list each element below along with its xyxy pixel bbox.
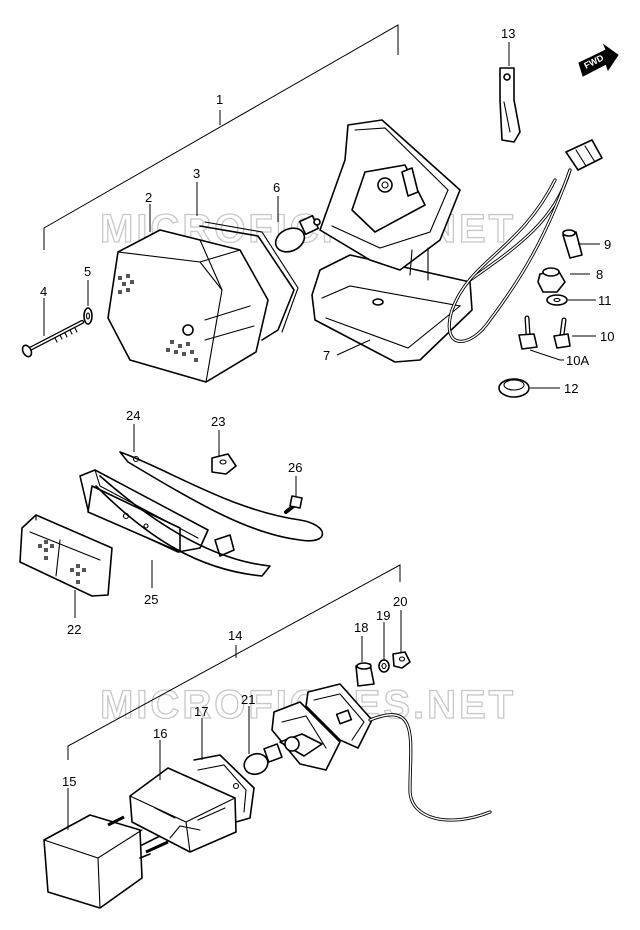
part-17-gasket <box>193 754 255 823</box>
callout-6: 6 <box>273 180 280 195</box>
callout-24: 24 <box>126 408 140 423</box>
callout-8: 8 <box>596 267 603 282</box>
callout-22: 22 <box>67 622 81 637</box>
callout-1: 1 <box>216 92 223 107</box>
part-19-washer <box>378 659 390 673</box>
part-13-bracket <box>499 67 521 143</box>
callout-2: 2 <box>145 190 152 205</box>
callout-14: 14 <box>228 628 242 643</box>
part-25-housing <box>79 469 235 557</box>
callout-10: 10 <box>600 329 614 344</box>
part-22-lens <box>19 514 113 597</box>
callout-26: 26 <box>288 460 302 475</box>
callout-7: 7 <box>323 348 330 363</box>
callout-12: 12 <box>564 381 578 396</box>
part-16-housing <box>129 767 237 853</box>
assembly-14-bracket <box>67 564 401 760</box>
top-wire-harness <box>447 139 603 343</box>
part-26-screw <box>284 495 303 514</box>
bottom-wire <box>368 713 492 822</box>
callout-21: 21 <box>241 692 255 707</box>
callout-20: 20 <box>393 594 407 609</box>
part-10a-bolt <box>518 315 538 350</box>
part-6-bulb <box>274 214 321 253</box>
leader-lines <box>43 42 600 830</box>
callout-10a: 10A <box>566 353 589 368</box>
callout-15: 15 <box>62 774 76 789</box>
callout-16: 16 <box>153 726 167 741</box>
lens-reflector-pattern <box>118 274 198 362</box>
callout-11: 11 <box>598 293 612 308</box>
part-5-washer <box>83 307 93 325</box>
part-20-nut <box>392 651 411 669</box>
callout-25: 25 <box>144 592 158 607</box>
part-2-tail-lens <box>107 229 269 383</box>
part-18-grommet <box>355 662 375 687</box>
callout-labels: 1 2 3 4 5 6 7 8 9 10 10A 11 12 13 14 15 … <box>40 26 614 789</box>
callout-17: 17 <box>194 704 208 719</box>
part-9-spacer <box>562 229 583 259</box>
callout-19: 19 <box>376 608 390 623</box>
callout-13: 13 <box>501 26 515 41</box>
part-21-bulb <box>243 743 283 776</box>
part-8-nut <box>537 267 566 293</box>
bulb-socket <box>271 683 373 771</box>
callout-23: 23 <box>211 414 225 429</box>
fwd-arrow-icon: FWD <box>578 43 619 77</box>
callout-5: 5 <box>84 264 91 279</box>
part-10-bolt <box>553 317 571 349</box>
part-7-housing <box>311 119 473 363</box>
part-3-gasket <box>199 221 299 341</box>
callout-9: 9 <box>604 237 611 252</box>
part-11-washer <box>546 294 568 306</box>
part-24-bracket <box>95 451 324 577</box>
callout-18: 18 <box>354 620 368 635</box>
part-15-lens <box>43 814 169 909</box>
part-12-grommet <box>498 378 530 398</box>
callout-4: 4 <box>40 284 47 299</box>
assembly-1-bracket <box>43 24 399 250</box>
part-23-nut <box>211 453 237 475</box>
part-4-screw <box>21 319 85 358</box>
callout-3: 3 <box>193 166 200 181</box>
